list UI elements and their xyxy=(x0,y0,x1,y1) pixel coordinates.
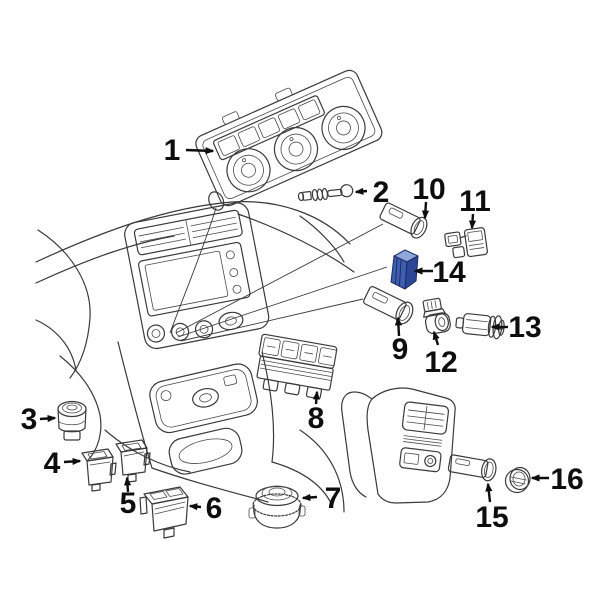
dashboard-console-drawing xyxy=(35,201,388,513)
callout-7-arrow xyxy=(301,493,318,502)
callout-2-label[interactable]: 2 xyxy=(373,176,390,209)
callout-9-arrow xyxy=(394,316,403,337)
part-3-cylindrical-switch[interactable] xyxy=(57,400,87,441)
callout-5-arrow xyxy=(123,476,132,493)
part-14-highlighted-housing[interactable] xyxy=(390,249,419,290)
callout-3-arrow xyxy=(39,414,57,423)
part-15-socket-housing[interactable] xyxy=(447,452,497,482)
part-12-angled-socket[interactable] xyxy=(421,297,452,335)
part-14-front-face[interactable] xyxy=(390,255,408,290)
part-14-side-face[interactable] xyxy=(404,255,419,290)
leader-line-part-9 xyxy=(180,298,364,342)
callout-10-label[interactable]: 10 xyxy=(412,173,445,206)
callout-6-label[interactable]: 6 xyxy=(206,492,223,525)
center-stack-drawing xyxy=(124,202,270,350)
callout-3-label[interactable]: 3 xyxy=(21,403,38,436)
shifter-console-drawing xyxy=(149,363,258,475)
part-7-rotary-dial[interactable] xyxy=(248,485,306,529)
callout-arrows xyxy=(39,147,549,511)
callout-15-label[interactable]: 15 xyxy=(475,501,508,534)
callout-8-label[interactable]: 8 xyxy=(308,402,325,435)
callout-2-arrow xyxy=(354,187,368,195)
callout-14-label[interactable]: 14 xyxy=(432,256,466,289)
leader-line-part-10 xyxy=(175,223,384,334)
callout-10-arrow xyxy=(421,201,430,220)
leader-line-part-14 xyxy=(177,266,388,338)
callout-labels: 1 2 3 4 5 6 7 8 9 10 11 12 13 14 15 16 xyxy=(21,134,584,534)
part-1-climate-control-unit[interactable] xyxy=(180,60,385,213)
callout-13-label[interactable]: 13 xyxy=(508,311,541,344)
part-9-socket-housing[interactable] xyxy=(362,284,417,326)
callout-6-arrow xyxy=(188,503,202,511)
callout-11-label[interactable]: 11 xyxy=(459,185,491,218)
leader-line-part-1 xyxy=(169,207,217,334)
part-11-bracket-sensor[interactable] xyxy=(444,227,488,259)
callout-1-arrow xyxy=(185,147,215,155)
callout-16-label[interactable]: 16 xyxy=(550,463,583,496)
part-13-cylindrical-element[interactable] xyxy=(455,312,505,340)
part-4-push-switch[interactable] xyxy=(81,448,117,492)
callout-9-label[interactable]: 9 xyxy=(392,333,409,366)
callout-11-arrow xyxy=(468,213,477,230)
callout-7-label[interactable]: 7 xyxy=(325,482,342,515)
part-16-socket-cap[interactable] xyxy=(504,466,531,494)
part-2-bulb[interactable] xyxy=(297,184,354,202)
callout-12-label[interactable]: 12 xyxy=(424,346,457,379)
part-5-push-switch[interactable] xyxy=(115,439,151,483)
part-6-switch-module[interactable] xyxy=(139,486,189,539)
part-8-switch-bank[interactable] xyxy=(253,333,338,400)
climate-knobs xyxy=(226,105,366,193)
callout-4-arrow xyxy=(63,457,82,466)
callout-5-label[interactable]: 5 xyxy=(120,487,137,520)
callout-4-label[interactable]: 4 xyxy=(44,447,61,480)
callout-1-label[interactable]: 1 xyxy=(164,134,181,167)
rear-console-drawing xyxy=(341,387,456,504)
callout-8-arrow xyxy=(312,390,320,405)
callout-12-arrow xyxy=(432,330,440,346)
callout-15-arrow xyxy=(485,482,493,503)
